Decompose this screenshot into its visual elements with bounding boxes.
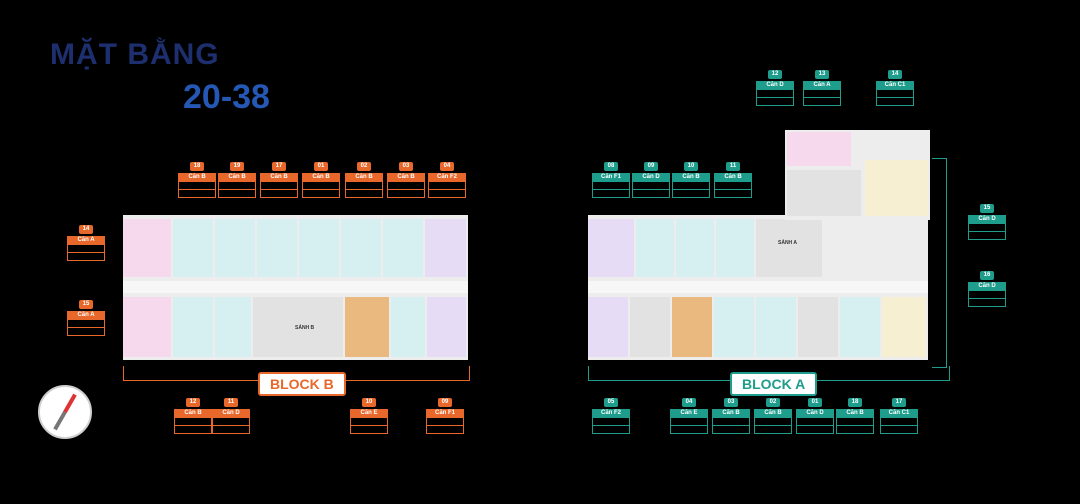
unit-room: [299, 219, 339, 277]
unit-room: [215, 219, 255, 277]
unit-room: [257, 219, 297, 277]
unit-room: [427, 297, 466, 357]
unit-room: [636, 219, 674, 277]
block-b-plan[interactable]: SẢNH B: [123, 215, 468, 360]
unit-room: [253, 297, 343, 357]
unit-room: [756, 219, 822, 277]
unit-room: [787, 132, 851, 166]
unit-room: [672, 297, 712, 357]
unit-room: [865, 160, 928, 216]
unit-room: [787, 170, 861, 216]
block-a-hall: SẢNH A: [778, 240, 797, 246]
unit-room: [882, 297, 926, 357]
block-b-hall: SẢNH B: [295, 325, 315, 331]
block-a-corridor: [588, 281, 928, 293]
unit-room: [173, 219, 213, 277]
page-title: MẶT BẰNG: [50, 38, 220, 71]
unit-room: [345, 297, 389, 357]
unit-room: [588, 297, 628, 357]
unit-room: [173, 297, 213, 357]
unit-room: [341, 219, 381, 277]
unit-room: [676, 219, 714, 277]
unit-room: [798, 297, 838, 357]
unit-room: [756, 297, 796, 357]
unit-room: [716, 219, 754, 277]
unit-room: [425, 219, 466, 277]
block-a-label[interactable]: BLOCK A: [730, 372, 818, 396]
block-a-tower[interactable]: [785, 130, 930, 220]
block-a-plan[interactable]: SẢNH A: [588, 215, 928, 360]
block-b-label[interactable]: BLOCK B: [258, 372, 346, 396]
unit-room: [123, 297, 171, 357]
unit-room: [215, 297, 251, 357]
unit-room: [840, 297, 880, 357]
compass-icon: [38, 385, 92, 439]
block-b-corridor: [123, 281, 468, 293]
unit-room: [588, 219, 634, 277]
block-a-side-bracket: [932, 158, 947, 368]
unit-room: [391, 297, 425, 357]
unit-room: [123, 219, 171, 277]
unit-room: [383, 219, 423, 277]
unit-room: [714, 297, 754, 357]
unit-room: [630, 297, 670, 357]
floor-range: 20-38: [183, 78, 270, 116]
